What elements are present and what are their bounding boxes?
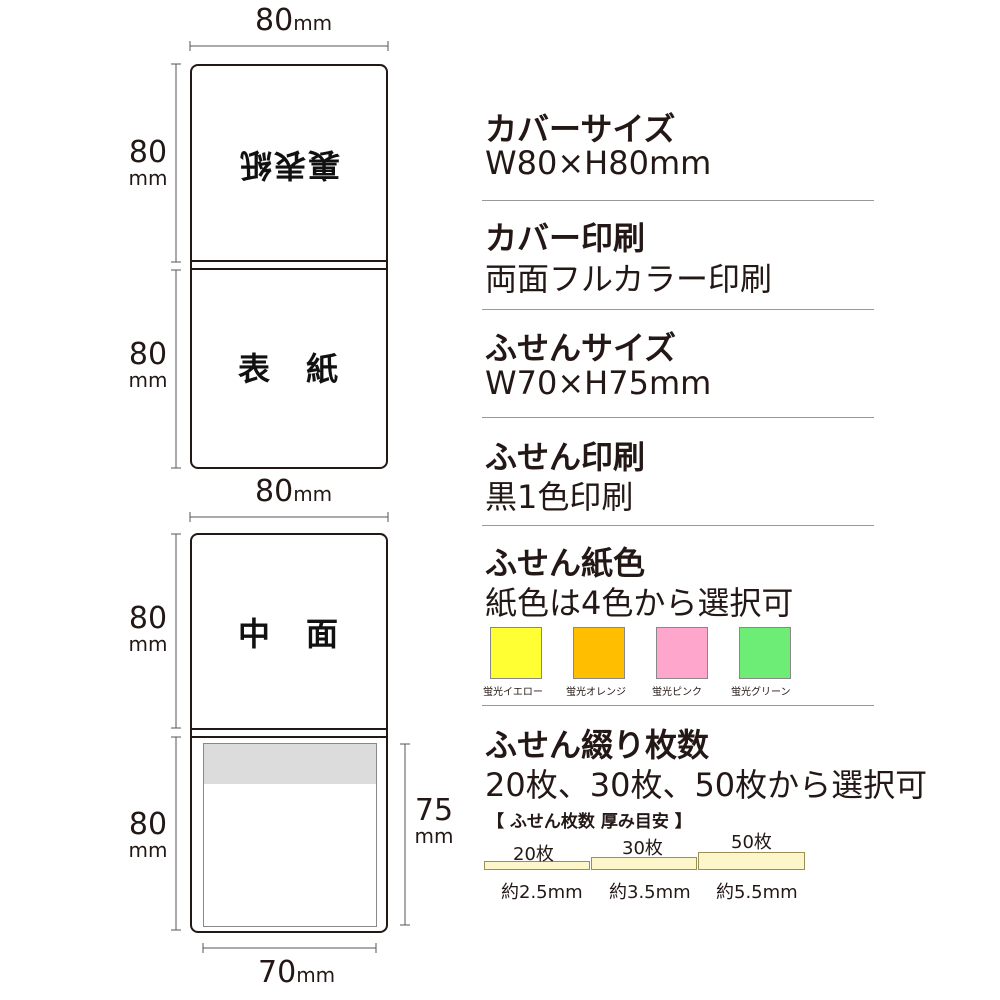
- dimension-lines: [171, 41, 410, 953]
- swatch-orange: [573, 627, 625, 679]
- spec-title-sheet-count: ふせん綴り枚数: [485, 726, 710, 764]
- separator: [482, 417, 874, 418]
- separator: [482, 200, 874, 201]
- spec-value-cover-print: 両面フルカラー印刷: [485, 260, 773, 298]
- stack-count-20: 20枚: [513, 844, 554, 865]
- swatch-yellow: [490, 627, 542, 679]
- spec-title-cover-size: カバーサイズ: [485, 110, 676, 148]
- cover-outer-panel: 裏表紙 表 紙: [190, 64, 388, 469]
- top-width-label: 80mm: [255, 3, 333, 38]
- spec-value-sticky-size: W70×H75mm: [485, 364, 712, 402]
- stack-size-20: 約2.5mm: [501, 882, 583, 903]
- spec-value-sheet-count: 20枚、30枚、50枚から選択可: [485, 766, 928, 804]
- separator: [482, 705, 874, 706]
- height-label-sticky: 75 mm: [414, 793, 454, 848]
- stack-30: [591, 857, 697, 870]
- stack-20: [484, 861, 590, 870]
- stack-size-50: 約5.5mm: [716, 882, 798, 903]
- swatch-green: [739, 627, 791, 679]
- separator: [482, 309, 874, 310]
- height-label-inner-top: 80 mm: [128, 601, 168, 656]
- front-cover-label: 表 紙: [237, 350, 340, 388]
- sticky-note-pad: [203, 743, 377, 927]
- spec-title-sticky-print: ふせん印刷: [485, 438, 646, 476]
- swatch-label-green: 蛍光グリーン: [731, 687, 791, 698]
- mid-width-label: 80mm: [255, 474, 333, 509]
- spec-value-sticky-print: 黒1色印刷: [485, 478, 634, 516]
- separator: [482, 525, 874, 526]
- stack-count-50: 50枚: [731, 832, 772, 853]
- spec-title-cover-print: カバー印刷: [485, 219, 646, 257]
- thickness-heading: 【 ふせん枚数 厚み目安 】: [487, 812, 692, 832]
- fold-line-inner: [192, 728, 386, 738]
- swatch-label-orange: 蛍光オレンジ: [566, 687, 626, 698]
- height-label-cover-front: 80 mm: [128, 337, 168, 392]
- cover-inner-panel: 中 面: [190, 533, 388, 933]
- height-label-cover-back: 80 mm: [128, 135, 168, 190]
- stack-size-30: 約3.5mm: [609, 882, 691, 903]
- spec-title-paper-color: ふせん紙色: [485, 544, 646, 582]
- back-cover-label: 裏表紙: [238, 146, 341, 184]
- spec-value-cover-size: W80×H80mm: [485, 144, 712, 182]
- swatch-label-yellow: 蛍光イエロー: [483, 687, 543, 698]
- fold-line: [192, 260, 386, 270]
- stack-count-30: 30枚: [622, 838, 663, 859]
- spec-value-paper-color: 紙色は4色から選択可: [485, 584, 794, 622]
- stack-50: [698, 852, 805, 870]
- bottom-width-label: 70mm: [258, 955, 336, 990]
- spec-title-sticky-size: ふせんサイズ: [485, 329, 677, 367]
- sticky-adhesive-area: [204, 744, 376, 784]
- inner-label: 中 面: [237, 615, 340, 653]
- swatch-label-pink: 蛍光ピンク: [652, 687, 702, 698]
- swatch-pink: [656, 627, 708, 679]
- height-label-inner-bottom: 80 mm: [128, 807, 168, 862]
